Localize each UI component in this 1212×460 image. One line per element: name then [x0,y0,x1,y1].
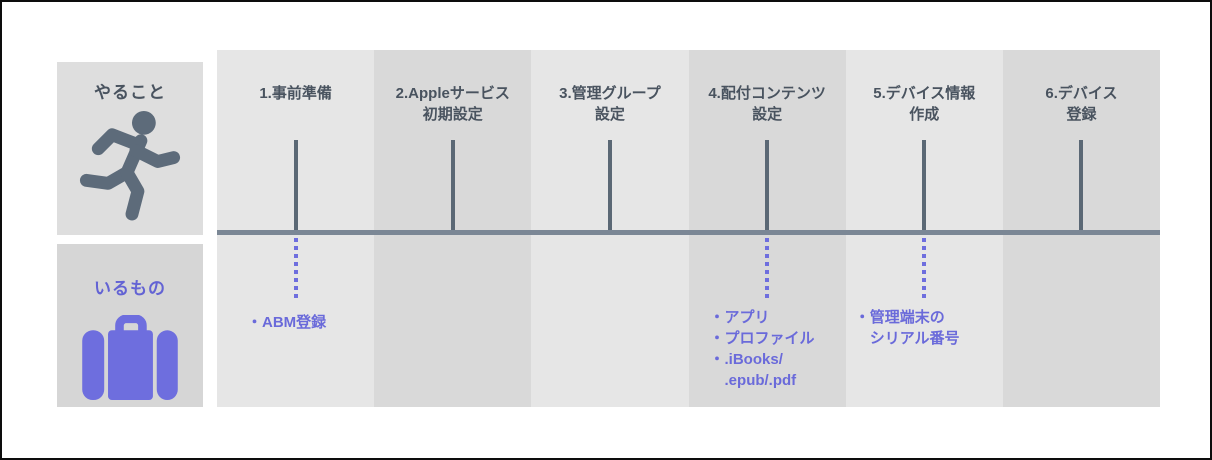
timeline-tick [450,140,455,231]
timeline-tick [1079,140,1084,231]
step-item: ・管理端末の [854,309,945,326]
timeline-tick [765,140,770,231]
step-1-items: ・ABM登録 [247,312,326,333]
steps-row: 1.事前準備 ・ABM登録 2.Appleサービス 初期設定 3.管理グループ … [217,50,1161,407]
step-5-title-line1: 5.デバイス情報 [873,85,976,102]
step-4-title: 4.配付コンテンツ 設定 [689,83,846,125]
step-1-title-line1: 1.事前準備 [259,85,332,102]
timeline-tick [293,140,298,231]
timeline-bar [217,230,1160,235]
step-item: ・.iBooks/ [709,351,783,368]
step-column-4: 4.配付コンテンツ 設定 ・アプリ ・プロファイル ・.iBooks/ .epu… [688,50,846,407]
step-3-title-line1: 3.管理グループ [559,85,661,102]
step-item: .epub/.pdf [724,372,797,389]
step-item: ・アプリ [709,309,770,326]
legend-todo-label: やること [94,83,166,102]
step-column-2: 2.Appleサービス 初期設定 [374,50,532,407]
step-item: ・プロファイル [709,330,815,347]
step-5-title: 5.デバイス情報 作成 [846,83,1003,125]
step-item: ・ABM登録 [247,314,327,331]
step-item: シリアル番号 [869,330,960,347]
step-3-title-line2: 設定 [594,106,625,123]
step-2-title-line2: 初期設定 [422,106,483,123]
step-5-title-line2: 作成 [909,106,940,123]
step-2-title-line1: 2.Appleサービス [395,85,510,102]
dotted-connector [765,238,770,300]
step-6-title-line2: 登録 [1066,106,1097,123]
step-5-items: ・管理端末の シリアル番号 [855,307,960,349]
step-column-1: 1.事前準備 ・ABM登録 [217,50,375,407]
step-4-title-line2: 設定 [752,106,783,123]
step-column-3: 3.管理グループ 設定 [531,50,689,407]
step-1-title: 1.事前準備 [217,83,374,104]
step-column-5: 5.デバイス情報 作成 ・管理端末の シリアル番号 [845,50,1003,407]
step-column-6: 6.デバイス 登録 [1002,50,1161,407]
timeline-tick [607,140,612,231]
dotted-connector [922,238,927,300]
step-4-title-line1: 4.配付コンテンツ [708,85,826,102]
step-4-items: ・アプリ ・プロファイル ・.iBooks/ .epub/.pdf [710,307,815,391]
legend-todo-box: やること [57,62,203,235]
step-6-title: 6.デバイス 登録 [1003,83,1160,125]
step-2-title: 2.Appleサービス 初期設定 [374,83,531,125]
runner-icon [79,110,181,221]
timeline-tick [922,140,927,231]
legend-needed-label: いるもの [94,279,166,298]
dotted-connector [293,238,298,300]
briefcase-icon [82,315,178,401]
step-6-title-line1: 6.デバイス [1045,85,1118,102]
legend-needed-box: いるもの [57,244,203,407]
step-3-title: 3.管理グループ 設定 [531,83,688,125]
